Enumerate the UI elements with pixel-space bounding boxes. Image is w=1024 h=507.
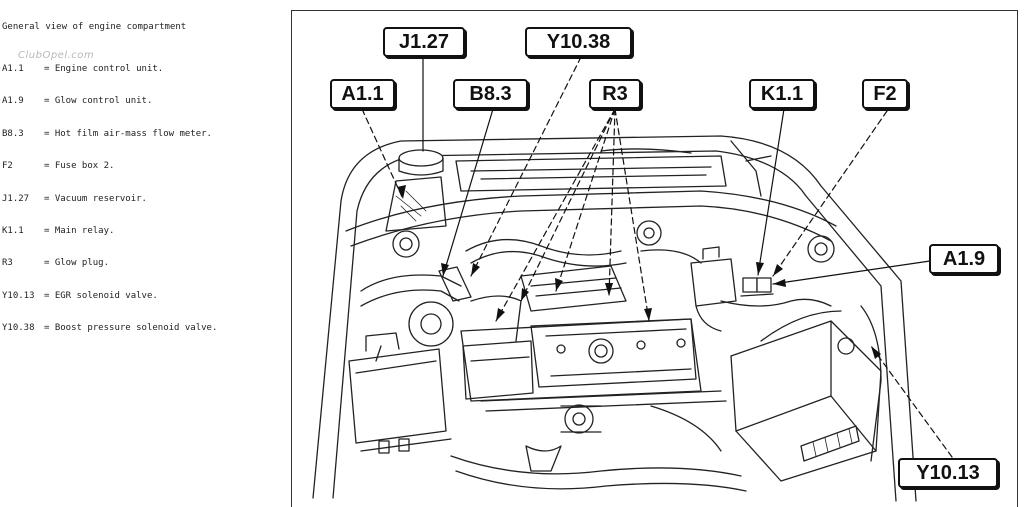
callout-f2: F2 <box>862 79 908 109</box>
brake-fluid-reservoir <box>690 246 737 332</box>
watermark: ClubOpel.com <box>18 50 95 61</box>
legend-item: A1.9 = Glow control unit. <box>2 96 217 107</box>
callout-y1013: Y10.13 <box>898 458 998 488</box>
callout-a19: A1.9 <box>929 244 999 274</box>
legend-item: F2 = Fuse box 2. <box>2 161 217 172</box>
air-intake-tube <box>360 266 472 347</box>
legend-item: A1.1 = Engine control unit. <box>2 64 217 75</box>
relay-box <box>740 277 774 297</box>
callout-k11: K1.1 <box>749 79 815 109</box>
legend-code: K1.1 <box>2 225 24 236</box>
legend-code: A1.1 <box>2 63 24 74</box>
callout-j127: J1.27 <box>383 27 465 57</box>
legend-desc: = Engine control unit. <box>44 63 164 74</box>
legend-code: R3 <box>2 258 13 269</box>
legend-desc: = Glow plug. <box>44 258 110 269</box>
engine-diagram <box>312 56 953 502</box>
legend-title: General view of engine compartment <box>2 21 187 32</box>
legend-desc: = Vacuum reservoir. <box>44 193 147 204</box>
battery-drawing <box>730 310 882 482</box>
legend-item: Y10.13 = EGR solenoid valve. <box>2 291 217 302</box>
legend: General view of engine compartment A1.1 =… <box>2 0 217 345</box>
leader-arrowheads <box>397 185 881 359</box>
diagram-frame <box>291 10 1018 507</box>
vacuum-reservoir-drawing <box>385 149 447 232</box>
legend-desc: = Main relay. <box>44 225 115 236</box>
legend-item: J1.27 = Vacuum reservoir. <box>2 194 217 205</box>
callout-r3: R3 <box>589 79 641 109</box>
engine-bay-outline <box>312 135 917 502</box>
legend-code: Y10.13 <box>2 290 35 301</box>
legend-code: B8.3 <box>2 128 24 139</box>
callout-b83: B8.3 <box>453 79 528 109</box>
legend-desc: = Glow control unit. <box>44 96 153 107</box>
legend-item: R3 = Glow plug. <box>2 258 217 269</box>
legend-code: J1.27 <box>2 193 30 204</box>
hoses <box>375 238 832 362</box>
legend-desc: = EGR solenoid valve. <box>44 290 158 301</box>
legend-desc: = Hot film air-mass flow meter. <box>44 128 212 139</box>
legend-desc: = Fuse box 2. <box>44 161 115 172</box>
engine-block <box>460 265 702 402</box>
legend-item: B8.3 = Hot film air-mass flow meter. <box>2 129 217 140</box>
air-filter-drawing <box>348 332 452 454</box>
legend-code: A1.9 <box>2 96 24 107</box>
callout-y1038: Y10.38 <box>525 27 632 57</box>
legend-code: F2 <box>2 161 13 172</box>
legend-desc: = Boost pressure solenoid valve. <box>44 323 218 334</box>
leader-lines <box>361 56 953 458</box>
legend-code: Y10.38 <box>2 323 35 334</box>
legend-item: K1.1 = Main relay. <box>2 226 217 237</box>
lower-components <box>450 390 747 492</box>
strut-towers <box>392 220 835 263</box>
legend-item: Y10.38 = Boost pressure solenoid valve. <box>2 323 217 334</box>
callout-a11: A1.1 <box>330 79 395 109</box>
